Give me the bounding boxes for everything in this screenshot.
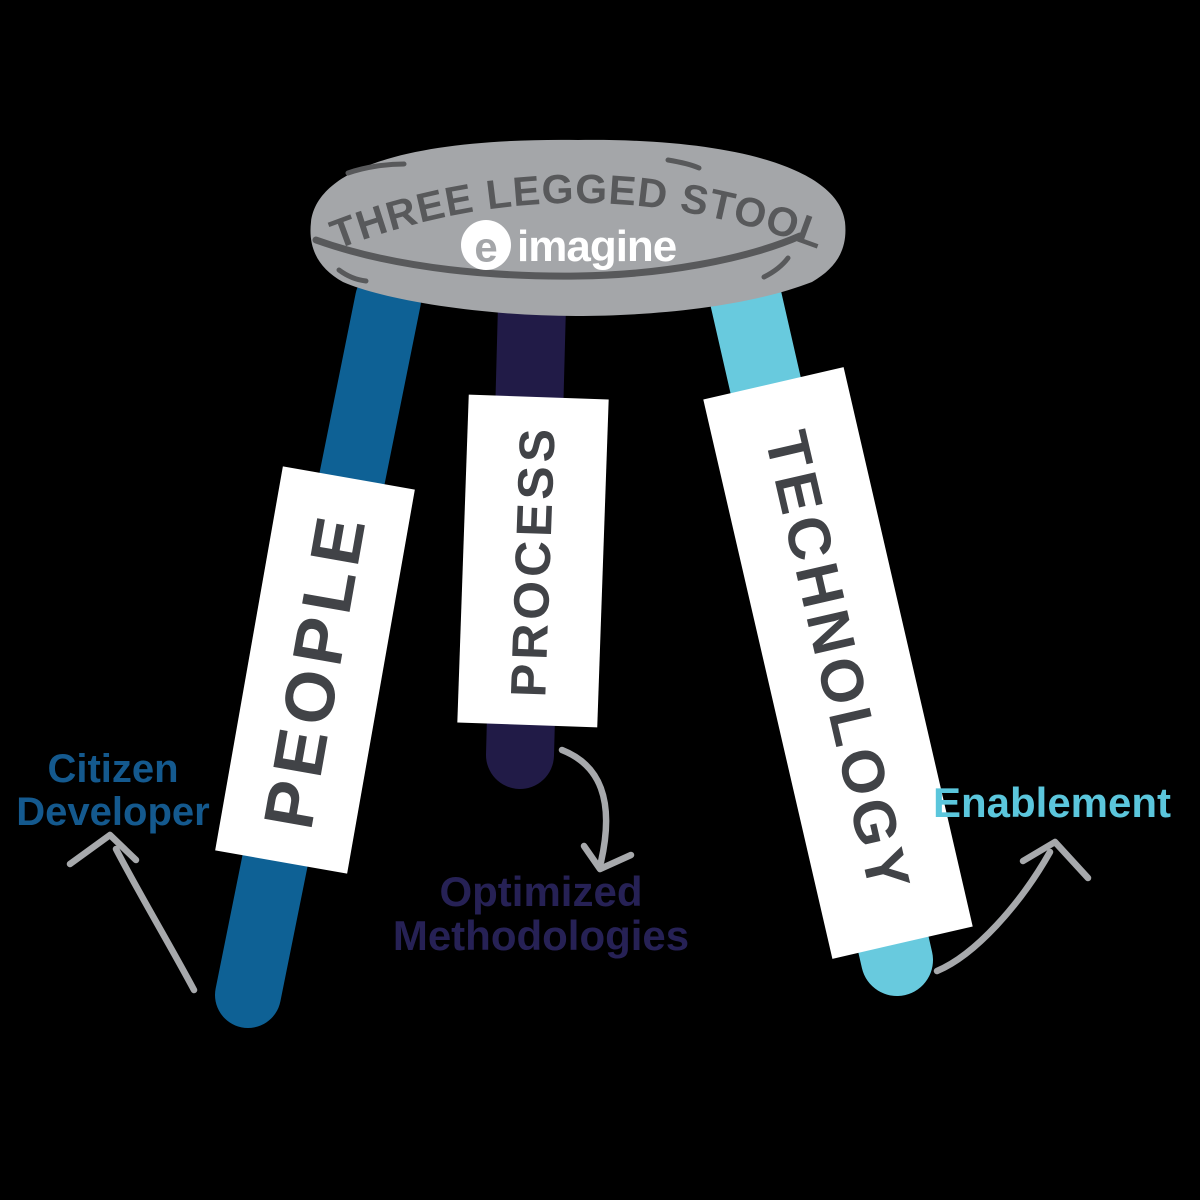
people-annotation-line1: Citizen bbox=[47, 747, 178, 791]
seat-accent-top-right bbox=[665, 157, 702, 171]
stool-seat: THREE LEGGED STOOL e imagine bbox=[310, 139, 846, 316]
process-annotation: Optimized Methodologies bbox=[393, 868, 689, 959]
eimagine-logo-wordmark: imagine bbox=[517, 222, 676, 271]
seat-accent-bottom-right bbox=[761, 255, 791, 280]
technology-label-background bbox=[703, 367, 973, 959]
people-arrow-head bbox=[66, 831, 140, 868]
process-label-background bbox=[457, 394, 609, 728]
eimagine-logo-e-icon: e bbox=[474, 224, 497, 271]
seat-accent-top-left bbox=[345, 161, 407, 176]
eimagine-logo: e imagine bbox=[461, 220, 677, 271]
eimagine-logo-circle bbox=[461, 220, 511, 270]
people-arrow bbox=[66, 831, 198, 994]
technology-arrow-curve bbox=[933, 848, 1054, 975]
people-label: PEOPLE bbox=[215, 466, 415, 874]
technology-label: TECHNOLOGY bbox=[703, 367, 973, 959]
technology-arrow-head bbox=[1019, 838, 1092, 882]
process-annotation-line2: Methodologies bbox=[393, 912, 689, 959]
technology-annotation: Enablement bbox=[933, 779, 1171, 826]
process-arrow-head bbox=[580, 842, 635, 873]
process-arrow bbox=[558, 746, 635, 873]
process-label-text: PROCESS bbox=[500, 424, 565, 698]
people-annotation-line2: Developer bbox=[16, 790, 209, 834]
people-label-background bbox=[215, 466, 415, 874]
seat-rim-stroke bbox=[312, 232, 804, 280]
technology-arrow bbox=[933, 838, 1092, 975]
seat-accent-bottom-left bbox=[336, 267, 369, 284]
process-label: PROCESS bbox=[457, 394, 609, 728]
process-arrow-curve bbox=[558, 746, 610, 866]
people-arrow-curve bbox=[112, 845, 198, 994]
process-annotation-line1: Optimized bbox=[439, 868, 642, 915]
people-annotation: Citizen Developer bbox=[16, 747, 209, 834]
